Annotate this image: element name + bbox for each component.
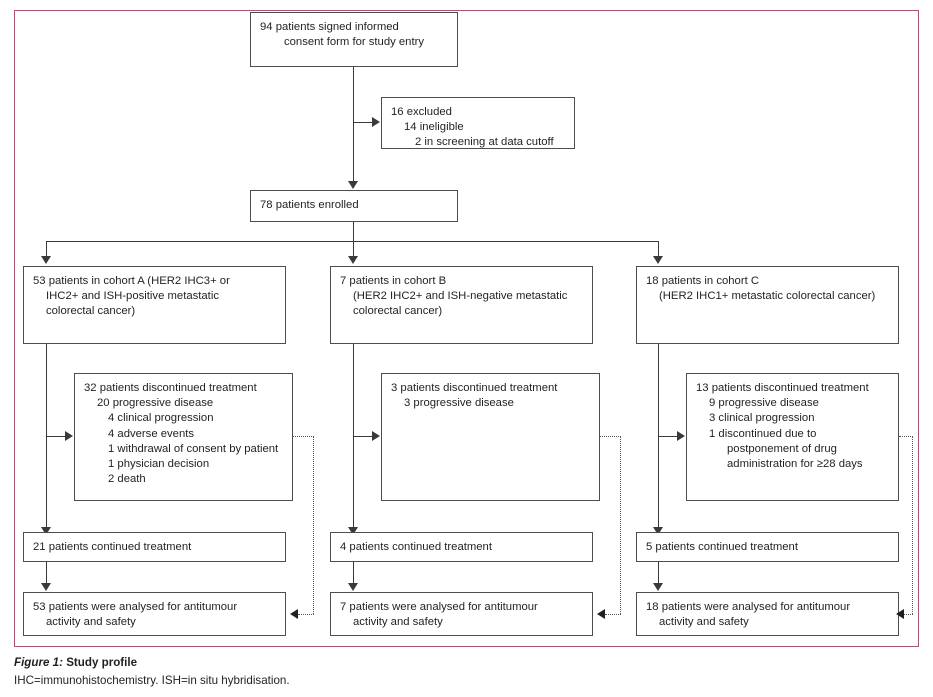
dotted-a-bottom — [298, 614, 314, 615]
node-cohort-a-line-1: 53 patients in cohort A (HER2 IHC3+ or — [33, 275, 230, 287]
node-cont-c: 5 patients continued treatment — [636, 532, 899, 562]
connector-a-to-disc — [46, 436, 65, 437]
arrow-into-excluded — [372, 117, 380, 127]
node-analysed-c-line-2: activity and safety — [659, 616, 749, 629]
node-enrolled-line-1: 78 patients enrolled — [260, 199, 359, 211]
arrow-into-cohort-c — [653, 256, 663, 264]
connector-to-excluded — [353, 122, 372, 123]
node-disc-b: 3 patients discontinued treatment 3 prog… — [381, 373, 600, 501]
node-excluded: 16 excluded 14 ineligible 2 in screening… — [381, 97, 575, 149]
node-excluded-line-1: 16 excluded — [391, 106, 452, 118]
node-cohort-a-line-3: colorectal cancer) — [46, 305, 136, 318]
dotted-c-top — [899, 436, 913, 437]
node-consent-line-2: consent form for study entry — [284, 36, 425, 49]
arrow-into-analysed-b-dotted — [597, 609, 605, 619]
dotted-a-vertical — [313, 436, 314, 614]
node-excluded-line-3: 2 in screening at data cutoff — [415, 136, 554, 149]
node-disc-c-line-2: 9 progressive disease — [709, 397, 819, 410]
connector-split-left — [46, 241, 47, 257]
arrow-into-analysed-b — [348, 583, 358, 591]
node-analysed-b-line-1: 7 patients were analysed for antitumour — [340, 601, 538, 613]
node-excluded-line-2: 14 ineligible — [404, 121, 464, 134]
node-disc-c-line-4: 1 discontinued due to — [709, 427, 817, 440]
arrow-into-analysed-a-dotted — [290, 609, 298, 619]
arrow-into-cont-c — [653, 527, 663, 535]
connector-enrolled-stem — [353, 222, 354, 241]
connector-b-cont-to-analysed — [353, 562, 354, 584]
arrow-into-cohort-b — [348, 256, 358, 264]
node-cohort-b-line-3: colorectal cancer) — [353, 305, 443, 318]
node-consent-line-1: 94 patients signed informed — [260, 21, 399, 33]
node-cont-a-line-1: 21 patients continued treatment — [33, 541, 192, 553]
node-analysed-b-line-2: activity and safety — [353, 616, 443, 629]
arrow-into-analysed-c — [653, 583, 663, 591]
node-analysed-b: 7 patients were analysed for antitumour … — [330, 592, 593, 636]
arrow-into-cont-a — [41, 527, 51, 535]
connector-consent-to-enrolled — [353, 67, 354, 182]
caption-label: Figure 1: — [14, 656, 63, 669]
dotted-c-bottom — [904, 614, 913, 615]
node-cohort-c-line-2: (HER2 IHC1+ metastatic colorectal cancer… — [659, 290, 876, 303]
node-disc-c-line-3: 3 clinical progression — [709, 412, 815, 425]
connector-split-mid — [353, 241, 354, 257]
connector-split-bar — [46, 241, 659, 242]
dotted-c-vertical — [912, 436, 913, 614]
node-cohort-a: 53 patients in cohort A (HER2 IHC3+ or I… — [23, 266, 286, 344]
node-enrolled: 78 patients enrolled — [250, 190, 458, 222]
node-disc-a-line-1: 32 patients discontinued treatment — [84, 382, 257, 394]
node-analysed-c: 18 patients were analysed for antitumour… — [636, 592, 899, 636]
arrow-into-disc-c — [677, 431, 685, 441]
node-disc-a-line-5: 1 withdrawal of consent by patient — [108, 442, 279, 455]
dotted-b-vertical — [620, 436, 621, 614]
node-analysed-a: 53 patients were analysed for antitumour… — [23, 592, 286, 636]
node-analysed-a-line-1: 53 patients were analysed for antitumour — [33, 601, 238, 613]
dotted-b-bottom — [605, 614, 621, 615]
node-disc-c-line-1: 13 patients discontinued treatment — [696, 382, 869, 394]
node-disc-c-line-6: administration for ≥28 days — [727, 458, 863, 471]
dotted-b-top — [600, 436, 621, 437]
node-cohort-b-line-2: (HER2 IHC2+ and ISH-negative metastatic — [353, 290, 568, 303]
arrow-into-disc-b — [372, 431, 380, 441]
connector-b-to-disc — [353, 436, 372, 437]
node-disc-b-line-1: 3 patients discontinued treatment — [391, 382, 558, 394]
node-cohort-c-line-1: 18 patients in cohort C — [646, 275, 760, 287]
node-disc-a-line-2: 20 progressive disease — [97, 397, 214, 410]
arrow-into-analysed-c-dotted — [896, 609, 904, 619]
connector-c-to-disc — [658, 436, 677, 437]
node-disc-b-line-2: 3 progressive disease — [404, 397, 514, 410]
node-cont-c-line-1: 5 patients continued treatment — [646, 541, 798, 553]
node-disc-a: 32 patients discontinued treatment 20 pr… — [74, 373, 293, 501]
arrow-into-cont-b — [348, 527, 358, 535]
arrow-into-analysed-a — [41, 583, 51, 591]
node-disc-c: 13 patients discontinued treatment 9 pro… — [686, 373, 899, 501]
node-cohort-b-line-1: 7 patients in cohort B — [340, 275, 447, 287]
figure-caption: Figure 1: Study profile IHC=immunohistoc… — [14, 655, 914, 689]
arrow-into-cohort-a — [41, 256, 51, 264]
dotted-a-top — [293, 436, 314, 437]
node-disc-a-line-6: 1 physician decision — [108, 458, 210, 471]
node-analysed-a-line-2: activity and safety — [46, 616, 136, 629]
node-disc-c-line-5: postponement of drug — [727, 442, 837, 455]
caption-title: Study profile — [66, 656, 138, 669]
connector-a-cont-to-analysed — [46, 562, 47, 584]
node-cont-b: 4 patients continued treatment — [330, 532, 593, 562]
node-disc-a-line-3: 4 clinical progression — [108, 412, 214, 425]
connector-c-cont-to-analysed — [658, 562, 659, 584]
arrow-into-disc-a — [65, 431, 73, 441]
node-cohort-a-line-2: IHC2+ and ISH-positive metastatic — [46, 290, 219, 303]
node-cohort-c: 18 patients in cohort C (HER2 IHC1+ meta… — [636, 266, 899, 344]
figure-border — [14, 10, 919, 647]
node-disc-a-line-7: 2 death — [108, 473, 146, 486]
connector-split-right — [658, 241, 659, 257]
node-cont-b-line-1: 4 patients continued treatment — [340, 541, 492, 553]
node-cont-a: 21 patients continued treatment — [23, 532, 286, 562]
caption-title-line: Figure 1: Study profile — [14, 655, 914, 671]
arrow-into-enrolled — [348, 181, 358, 189]
caption-footnote: IHC=immunohistochemistry. ISH=in situ hy… — [14, 674, 290, 687]
node-analysed-c-line-1: 18 patients were analysed for antitumour — [646, 601, 851, 613]
node-cohort-b: 7 patients in cohort B (HER2 IHC2+ and I… — [330, 266, 593, 344]
node-disc-a-line-4: 4 adverse events — [108, 427, 195, 440]
node-consent: 94 patients signed informed consent form… — [250, 12, 458, 67]
